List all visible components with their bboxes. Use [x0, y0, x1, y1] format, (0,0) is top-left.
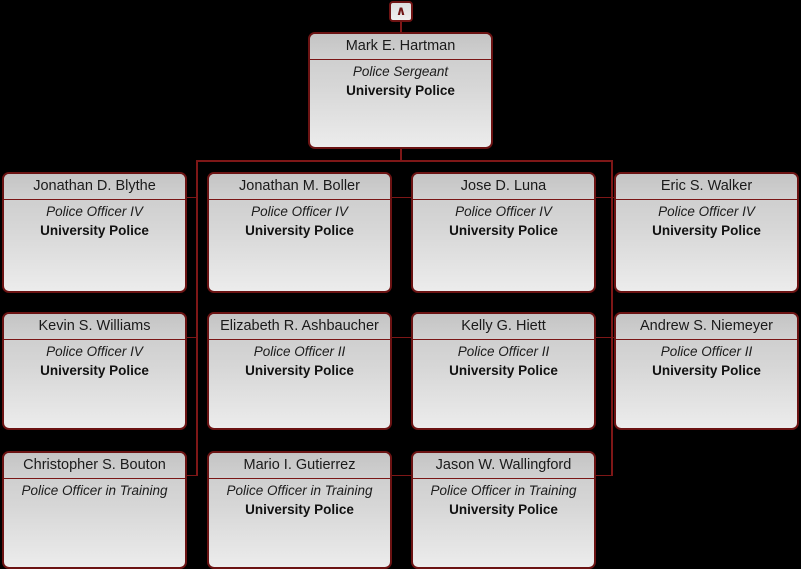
card-body: Police Officer in Training University Po…	[413, 479, 594, 520]
card-org: University Police	[245, 502, 354, 517]
card-body: Police Officer in Training	[4, 479, 185, 500]
card-body: Police Officer IV University Police	[413, 200, 594, 241]
card-body: Police Officer II University Police	[209, 340, 390, 381]
card-body: Police Sergeant University Police	[310, 60, 491, 101]
card-title: Police Officer in Training	[21, 483, 168, 498]
card-r1c4[interactable]: Eric S. Walker Police Officer IV Univers…	[614, 172, 799, 293]
card-org: University Police	[245, 223, 354, 238]
card-org: University Police	[652, 223, 761, 238]
card-r3c3[interactable]: Jason W. Wallingford Police Officer in T…	[411, 451, 596, 569]
card-name: Jason W. Wallingford	[413, 453, 594, 479]
card-title: Police Officer in Training	[226, 483, 373, 498]
card-body: Police Officer IV University Police	[616, 200, 797, 241]
card-name: Jose D. Luna	[413, 174, 594, 200]
card-r1c1[interactable]: Jonathan D. Blythe Police Officer IV Uni…	[2, 172, 187, 293]
card-r2c1[interactable]: Kevin S. Williams Police Officer IV Univ…	[2, 312, 187, 430]
card-name: Jonathan M. Boller	[209, 174, 390, 200]
card-name: Christopher S. Bouton	[4, 453, 185, 479]
card-r1c2[interactable]: Jonathan M. Boller Police Officer IV Uni…	[207, 172, 392, 293]
card-title: Police Officer II	[457, 344, 550, 359]
card-org: University Police	[40, 223, 149, 238]
connector-stub-r3-right	[593, 475, 613, 476]
connector-stub-r1-left	[186, 197, 198, 198]
card-title: Police Officer IV	[46, 204, 143, 219]
collapse-toggle-button[interactable]: ∧	[389, 1, 413, 22]
connector-horizontal-bus	[196, 160, 613, 162]
card-r3c2[interactable]: Mario I. Gutierrez Police Officer in Tra…	[207, 451, 392, 569]
card-org: University Police	[346, 83, 455, 98]
connector-stub-r3-mid	[390, 475, 412, 476]
connector-left-spine	[196, 160, 198, 476]
card-body: Police Officer IV University Police	[4, 200, 185, 241]
card-title: Police Officer II	[253, 344, 346, 359]
connector-stub-r1-mid	[390, 197, 412, 198]
card-name: Eric S. Walker	[616, 174, 797, 200]
card-org: University Police	[652, 363, 761, 378]
card-title: Police Officer in Training	[430, 483, 577, 498]
connector-toggle-stem	[400, 21, 402, 33]
card-org: University Police	[449, 223, 558, 238]
card-r2c2[interactable]: Elizabeth R. Ashbaucher Police Officer I…	[207, 312, 392, 430]
card-title: Police Officer IV	[455, 204, 552, 219]
connector-root-stem	[400, 149, 402, 162]
card-name: Kevin S. Williams	[4, 314, 185, 340]
card-r1c3[interactable]: Jose D. Luna Police Officer IV Universit…	[411, 172, 596, 293]
card-title: Police Officer IV	[251, 204, 348, 219]
card-name: Elizabeth R. Ashbaucher	[209, 314, 390, 340]
card-body: Police Officer IV University Police	[4, 340, 185, 381]
card-org: University Police	[40, 363, 149, 378]
connector-stub-r2-left	[186, 337, 198, 338]
card-body: Police Officer II University Police	[413, 340, 594, 381]
connector-stub-r2-mid	[390, 337, 412, 338]
card-body: Police Officer IV University Police	[209, 200, 390, 241]
card-title: Police Officer IV	[46, 344, 143, 359]
card-name: Mark E. Hartman	[310, 34, 491, 60]
card-title: Police Officer II	[660, 344, 753, 359]
card-r2c3[interactable]: Kelly G. Hiett Police Officer II Univers…	[411, 312, 596, 430]
card-title: Police Sergeant	[352, 64, 449, 79]
connector-right-spine	[611, 160, 613, 476]
card-name: Mario I. Gutierrez	[209, 453, 390, 479]
connector-stub-r1-right	[593, 197, 615, 198]
card-name: Kelly G. Hiett	[413, 314, 594, 340]
card-r2c4[interactable]: Andrew S. Niemeyer Police Officer II Uni…	[614, 312, 799, 430]
chevron-up-icon: ∧	[395, 4, 407, 19]
card-root[interactable]: Mark E. Hartman Police Sergeant Universi…	[308, 32, 493, 149]
card-org: University Police	[449, 502, 558, 517]
card-org: University Police	[245, 363, 354, 378]
connector-stub-r2-right	[593, 337, 615, 338]
connector-stub-r3-left	[186, 475, 198, 476]
card-name: Andrew S. Niemeyer	[616, 314, 797, 340]
card-name: Jonathan D. Blythe	[4, 174, 185, 200]
card-body: Police Officer in Training University Po…	[209, 479, 390, 520]
card-org: University Police	[449, 363, 558, 378]
card-r3c1[interactable]: Christopher S. Bouton Police Officer in …	[2, 451, 187, 569]
card-body: Police Officer II University Police	[616, 340, 797, 381]
card-title: Police Officer IV	[658, 204, 755, 219]
